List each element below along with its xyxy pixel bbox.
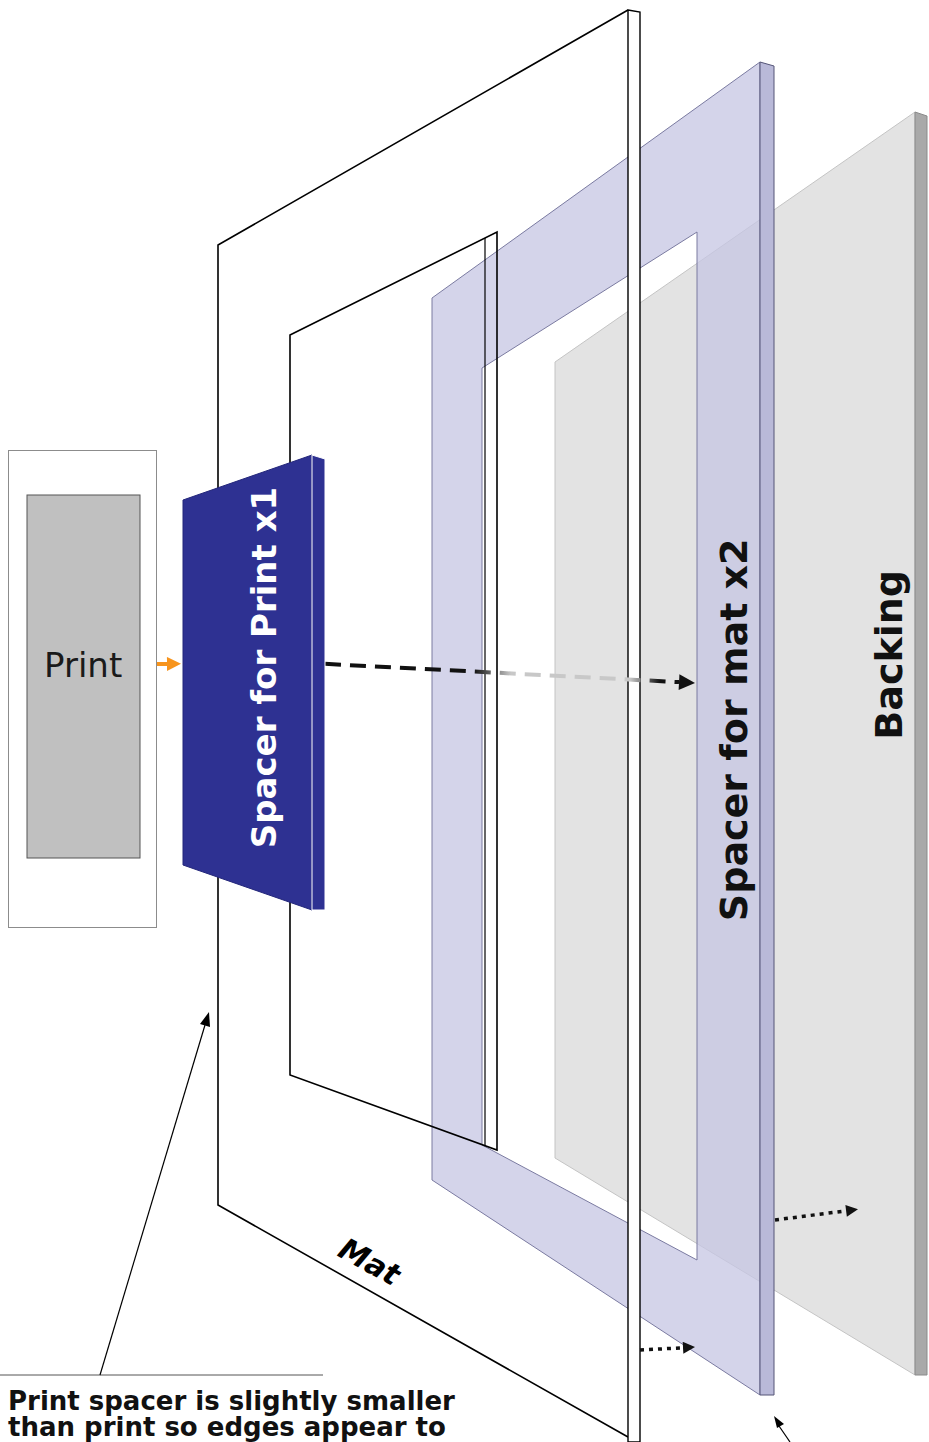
mat-outline xyxy=(218,10,628,1437)
leader-arrowhead xyxy=(774,1416,784,1428)
mat-spacer-label: Spacer for mat x2 xyxy=(713,539,757,922)
backing-board: Backing xyxy=(860,112,929,1375)
print-card-label: Print xyxy=(44,646,122,685)
print-spacer: Spacer for Print x1 xyxy=(183,455,325,910)
leader-arrowhead xyxy=(200,1012,210,1027)
mat-window xyxy=(290,232,497,1150)
print-spacer-edge xyxy=(312,455,325,910)
mat-spacer-edge xyxy=(760,62,774,1395)
print-spacer-label: Spacer for Print x1 xyxy=(245,486,284,848)
push-arrow xyxy=(157,662,167,666)
mat-spacer-face xyxy=(432,62,760,1395)
print-card-shape xyxy=(8,450,157,928)
leader-line xyxy=(779,1426,790,1442)
mat-bevel xyxy=(484,238,485,1146)
mat-spacer: Spacer for mat x2 xyxy=(697,62,775,1395)
mat-board-label: Mat xyxy=(333,1231,406,1292)
callout-underline xyxy=(0,1375,323,1376)
dashed-arrow xyxy=(325,664,679,682)
callout-note: Print spacer is slightly smaller than pr… xyxy=(8,1388,508,1440)
dotted-arrow xyxy=(640,1348,683,1350)
print-card-border xyxy=(9,451,157,928)
leader-line xyxy=(100,1025,205,1375)
backing-edge xyxy=(915,112,927,1375)
callout-note-box: Print spacer is slightly smaller than pr… xyxy=(8,1388,508,1440)
print-card: Print xyxy=(8,450,157,928)
mat-edge xyxy=(628,10,640,1442)
backing-board-label: Backing xyxy=(868,570,912,740)
dotted-arrow xyxy=(775,1211,846,1220)
print-image xyxy=(27,495,140,858)
print-spacer-face xyxy=(183,455,312,910)
